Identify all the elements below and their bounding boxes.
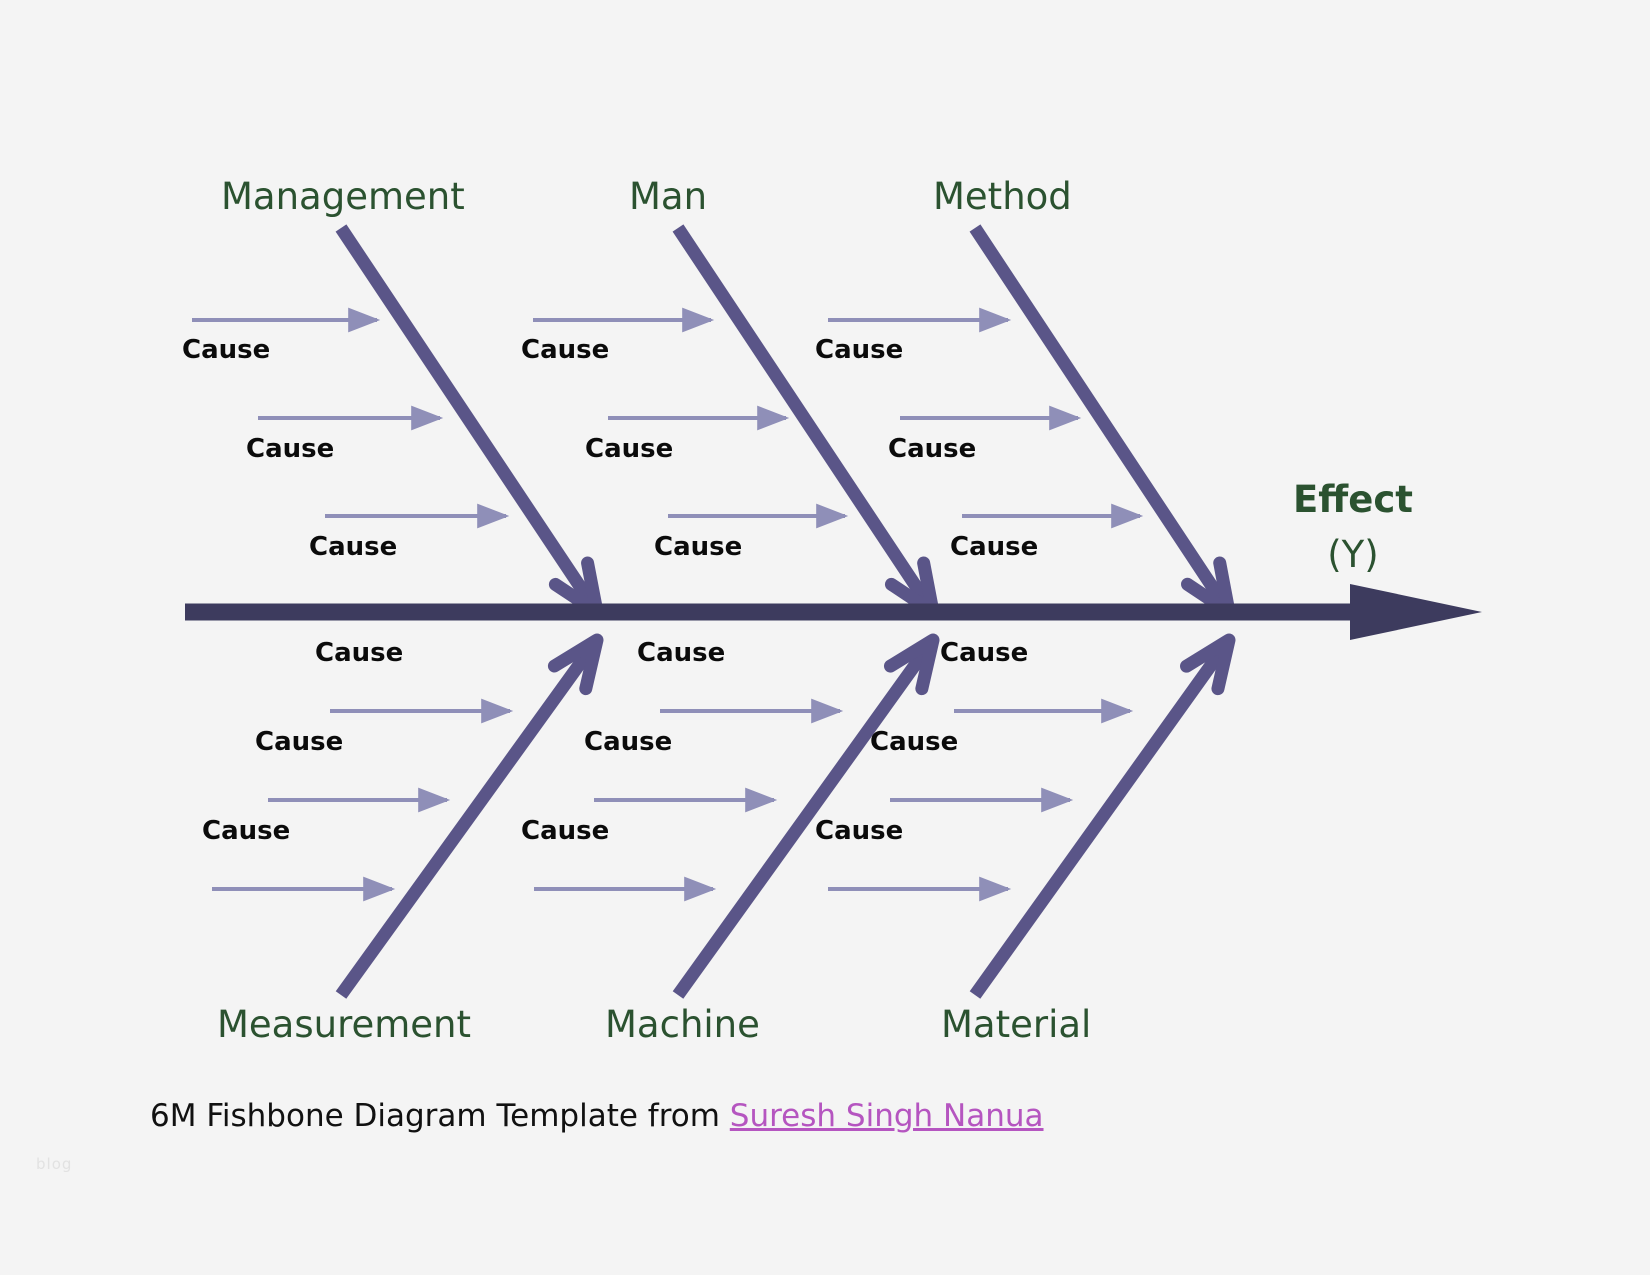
cause-label: Cause	[870, 727, 959, 757]
cause-label: Cause	[584, 727, 673, 757]
cause-label: Cause	[309, 532, 398, 562]
cause-label: Cause	[940, 638, 1029, 668]
bone-arrowhead-path	[883, 633, 940, 696]
footer-caption: 6M Fishbone Diagram Template from Suresh…	[150, 1098, 1044, 1134]
blog-watermark: blog	[36, 1155, 73, 1173]
bone-group	[335, 224, 1236, 999]
caption-prefix-text: 6M Fishbone Diagram Template from	[150, 1098, 730, 1134]
cause-label: Cause	[637, 638, 726, 668]
effect-block: Effect (Y)	[1268, 478, 1438, 576]
cause-label: Cause	[950, 532, 1039, 562]
cause-label: Cause	[815, 816, 904, 846]
cause-label: Cause	[521, 335, 610, 365]
effect-title: Effect	[1293, 478, 1413, 521]
spine-arrowhead	[1350, 584, 1482, 640]
bone-line-measurement	[335, 636, 603, 999]
spine-group	[185, 584, 1482, 640]
cause-label: Cause	[521, 816, 610, 846]
bone-line-machine	[672, 636, 939, 999]
category-label-management: Management	[221, 175, 465, 218]
cause-label: Cause	[585, 434, 674, 464]
bone-arrowhead	[1180, 633, 1236, 696]
category-label-machine: Machine	[605, 1003, 760, 1046]
bone-arrowhead	[547, 633, 604, 696]
cause-label: Cause	[654, 532, 743, 562]
cause-label: Cause	[246, 434, 335, 464]
category-label-measurement: Measurement	[217, 1003, 472, 1046]
category-label-man: Man	[629, 175, 708, 218]
cause-label: Cause	[888, 434, 977, 464]
bone-arrowhead-path	[1180, 633, 1236, 696]
credit-link[interactable]: Suresh Singh Nanua	[729, 1098, 1044, 1134]
bone-line-material	[969, 636, 1235, 999]
bone-arrowhead-path	[547, 633, 604, 696]
category-label-method: Method	[933, 175, 1072, 218]
bone-line-management	[335, 224, 603, 616]
bone-line-man	[672, 224, 939, 616]
cause-arrow-group	[192, 307, 1144, 902]
cause-label: Cause	[315, 638, 404, 668]
bone-arrowhead	[883, 633, 940, 696]
bone-line-method	[969, 224, 1235, 616]
cause-label: Cause	[255, 727, 344, 757]
cause-label: Cause	[815, 335, 904, 365]
cause-label: Cause	[202, 816, 291, 846]
category-label-material: Material	[941, 1003, 1092, 1046]
cause-label: Cause	[182, 335, 271, 365]
effect-subtitle: (Y)	[1327, 533, 1379, 576]
